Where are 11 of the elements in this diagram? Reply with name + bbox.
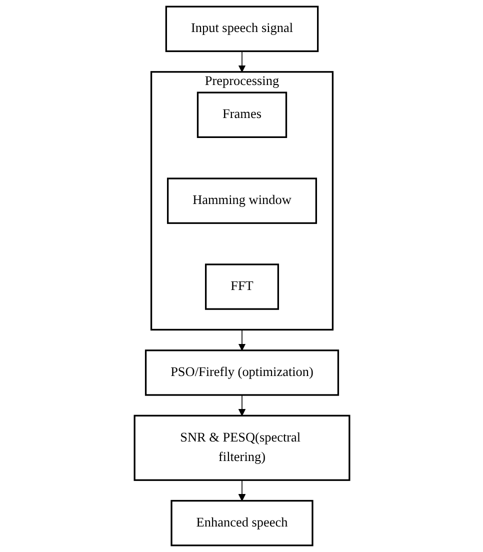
node-box: Hamming window bbox=[166, 178, 317, 224]
arrow bbox=[238, 329, 246, 351]
arrow bbox=[238, 480, 246, 502]
arrow bbox=[238, 50, 246, 72]
node-box: Input speech signal bbox=[164, 6, 318, 52]
node-box: Enhanced speech bbox=[170, 500, 313, 546]
node-box: Frames bbox=[196, 92, 287, 138]
node-box: SNR & PESQ(spectral filtering) bbox=[133, 414, 350, 481]
node-box: PSO/Firefly (optimization) bbox=[144, 350, 339, 396]
arrow bbox=[238, 394, 246, 416]
node-box: FFT bbox=[204, 264, 279, 310]
